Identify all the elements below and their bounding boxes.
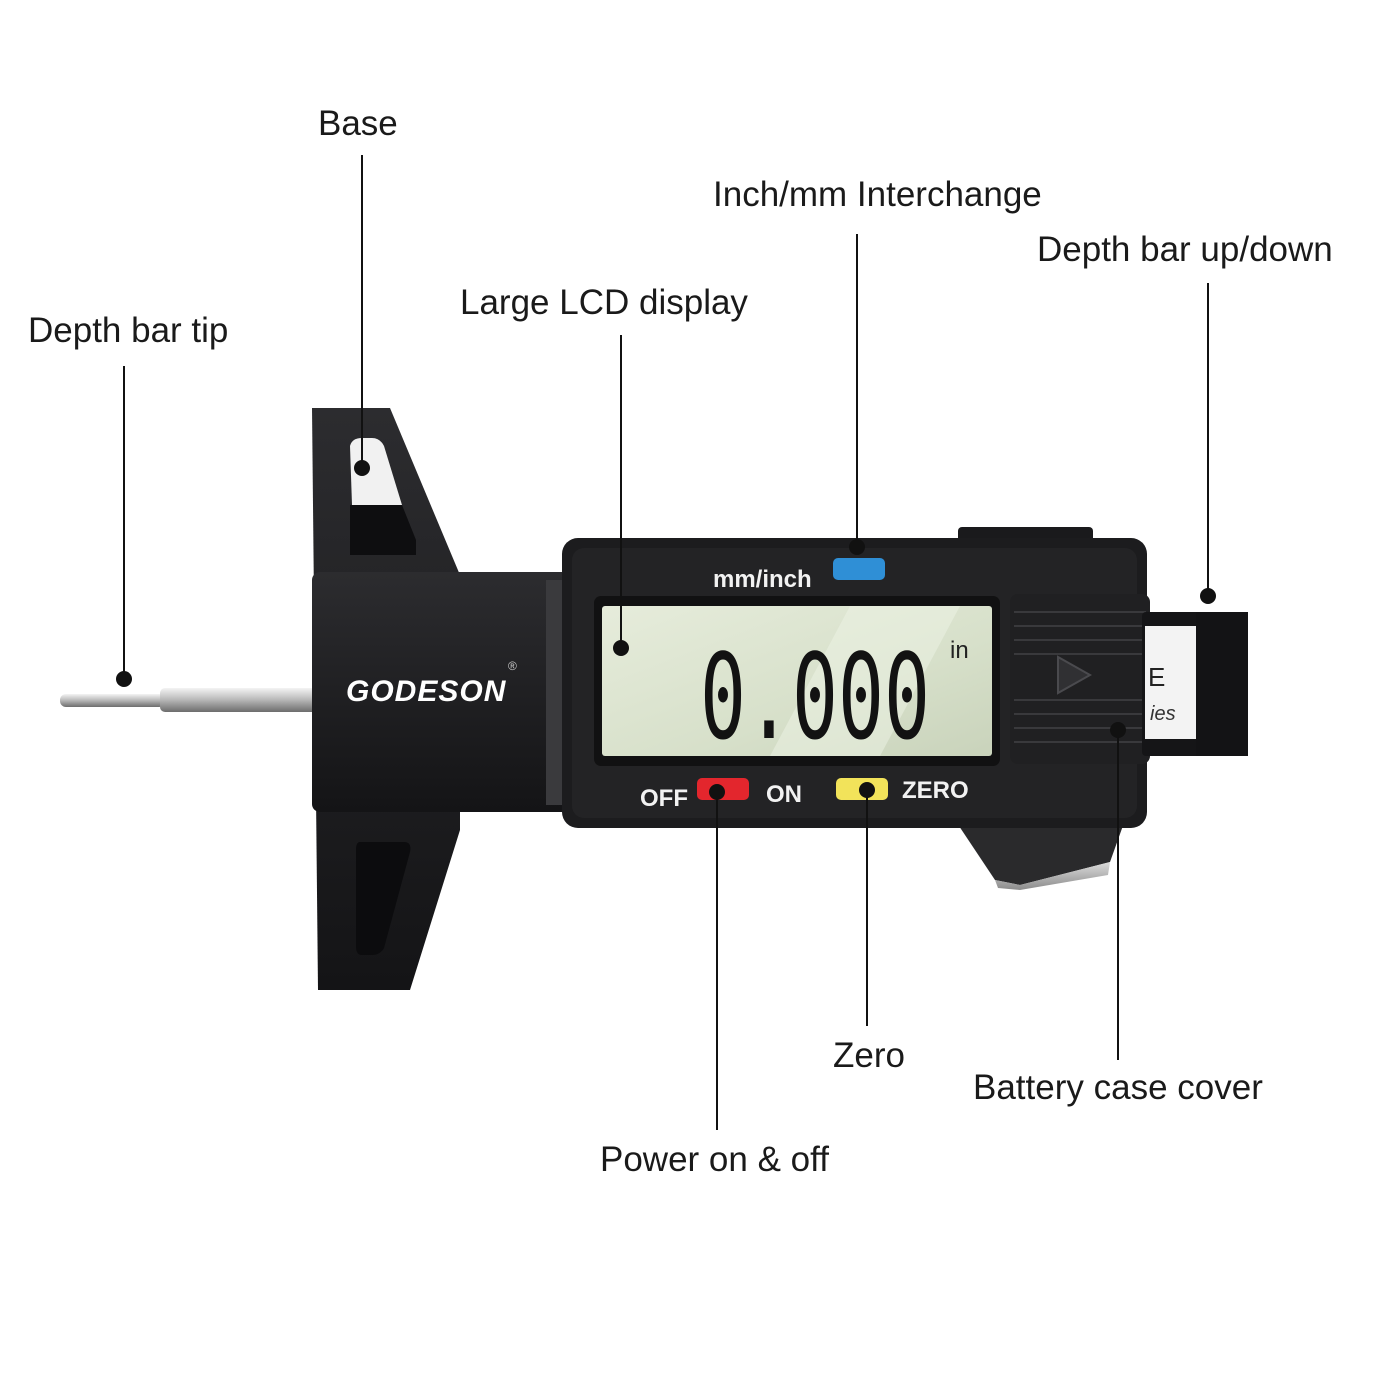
callout-power-on-off: Power on & off [600, 1140, 829, 1179]
callout-inch-mm-interchange: Inch/mm Interchange [713, 175, 1042, 214]
leader-base [361, 155, 363, 468]
brand-logo: GODESON [346, 675, 507, 708]
battery-cover [1010, 594, 1150, 764]
dot-zero [859, 782, 875, 798]
dot-power-on-off [709, 784, 725, 800]
unit-button-label: mm/inch [713, 566, 812, 593]
leader-battery-case-cover [1117, 730, 1119, 1060]
zero-label: ZERO [902, 777, 969, 804]
off-label: OFF [640, 785, 688, 812]
callout-battery-case-cover: Battery case cover [973, 1068, 1263, 1107]
dot-large-lcd-display [613, 640, 629, 656]
callout-large-lcd-display: Large LCD display [460, 283, 748, 322]
callout-base: Base [318, 104, 398, 143]
on-label: ON [766, 781, 802, 808]
lcd-reading: 0.000 [700, 628, 930, 766]
dot-battery-case-cover [1110, 722, 1126, 738]
callout-depth-bar-tip: Depth bar tip [28, 311, 229, 350]
scale-letter: E [1148, 662, 1165, 692]
lcd-unit: in [950, 637, 969, 664]
brand-registered-mark: ® [508, 659, 517, 673]
leader-large-lcd-display [620, 335, 622, 648]
leader-depth-bar-up-down [1207, 283, 1209, 596]
callout-depth-bar-up-down: Depth bar up/down [1037, 230, 1333, 269]
dot-base [354, 460, 370, 476]
leader-inch-mm-interchange [856, 234, 858, 547]
leader-depth-bar-tip [123, 366, 125, 679]
depth-bar-scale [1142, 612, 1248, 756]
scale-fragment: ies [1150, 703, 1176, 725]
callout-zero: Zero [833, 1036, 905, 1075]
lcd-display [602, 606, 992, 756]
dot-depth-bar-up-down [1200, 588, 1216, 604]
leader-power-on-off [716, 792, 718, 1130]
dot-depth-bar-tip [116, 671, 132, 687]
depth-bar-rod [60, 688, 320, 712]
unit-toggle-button[interactable] [833, 558, 885, 580]
leader-zero [866, 790, 868, 1026]
dot-inch-mm-interchange [849, 539, 865, 555]
